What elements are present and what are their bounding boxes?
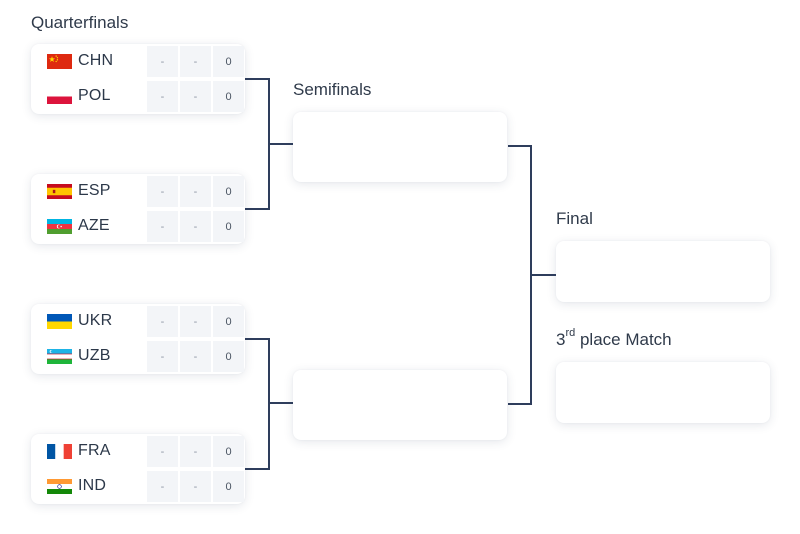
set-score-1: - bbox=[147, 81, 178, 112]
bracket-connector bbox=[530, 274, 556, 276]
set-score-1: - bbox=[147, 436, 178, 467]
team-row[interactable]: FRA - - 0 bbox=[31, 434, 245, 469]
spain-flag-icon bbox=[47, 184, 72, 199]
team-row[interactable]: AZE - - 0 bbox=[31, 209, 245, 244]
semifinals-title: Semifinals bbox=[293, 80, 372, 99]
team-code: CHN bbox=[78, 52, 114, 69]
third-place-ordinal-suffix: rd bbox=[565, 327, 576, 339]
bracket-connector bbox=[245, 338, 269, 340]
semifinal-match-2[interactable] bbox=[293, 370, 507, 440]
bracket-connector bbox=[268, 402, 293, 404]
bracket-connector bbox=[508, 403, 531, 405]
set-score-2: - bbox=[180, 306, 211, 337]
team-code: UZB bbox=[78, 347, 111, 364]
france-flag-icon bbox=[47, 444, 72, 459]
total-score: 0 bbox=[213, 436, 244, 467]
india-flag-icon bbox=[47, 479, 72, 494]
team-row[interactable]: ESP - - 0 bbox=[31, 174, 245, 209]
set-score-1: - bbox=[147, 46, 178, 77]
total-score: 0 bbox=[213, 341, 244, 372]
team-code: ESP bbox=[78, 182, 111, 199]
bracket-connector bbox=[268, 143, 293, 145]
poland-flag-icon bbox=[47, 89, 72, 104]
third-place-match[interactable] bbox=[556, 362, 770, 423]
set-score-2: - bbox=[180, 81, 211, 112]
set-score-2: - bbox=[180, 471, 211, 502]
total-score: 0 bbox=[213, 46, 244, 77]
team-code: FRA bbox=[78, 442, 111, 459]
set-score-2: - bbox=[180, 176, 211, 207]
azerbaijan-flag-icon bbox=[47, 219, 72, 234]
quarterfinal-match-2[interactable]: ESP - - 0 AZE - - 0 bbox=[31, 174, 245, 244]
bracket-connector bbox=[268, 338, 270, 470]
team-row[interactable]: POL - - 0 bbox=[31, 79, 245, 114]
uzbekistan-flag-icon bbox=[47, 349, 72, 364]
quarterfinal-match-1[interactable]: CHN - - 0 POL - - 0 bbox=[31, 44, 245, 114]
set-score-2: - bbox=[180, 436, 211, 467]
set-score-2: - bbox=[180, 341, 211, 372]
bracket-connector bbox=[245, 78, 269, 80]
bracket-connector bbox=[245, 468, 269, 470]
team-code: AZE bbox=[78, 217, 110, 234]
team-code: POL bbox=[78, 87, 111, 104]
set-score-1: - bbox=[147, 471, 178, 502]
set-score-2: - bbox=[180, 46, 211, 77]
team-code: IND bbox=[78, 477, 107, 494]
total-score: 0 bbox=[213, 211, 244, 242]
total-score: 0 bbox=[213, 306, 244, 337]
set-score-1: - bbox=[147, 176, 178, 207]
china-flag-icon bbox=[47, 54, 72, 69]
team-row[interactable]: CHN - - 0 bbox=[31, 44, 245, 79]
set-score-1: - bbox=[147, 211, 178, 242]
quarterfinals-title: Quarterfinals bbox=[31, 13, 129, 32]
ukraine-flag-icon bbox=[47, 314, 72, 329]
total-score: 0 bbox=[213, 471, 244, 502]
third-place-label: place Match bbox=[575, 330, 672, 349]
team-code: UKR bbox=[78, 312, 113, 329]
bracket-connector bbox=[508, 145, 531, 147]
team-row[interactable]: UZB - - 0 bbox=[31, 339, 245, 374]
team-row[interactable]: IND - - 0 bbox=[31, 469, 245, 504]
quarterfinal-match-3[interactable]: UKR - - 0 UZB - - 0 bbox=[31, 304, 245, 374]
set-score-1: - bbox=[147, 341, 178, 372]
semifinal-match-1[interactable] bbox=[293, 112, 507, 182]
third-place-number: 3 bbox=[556, 330, 566, 349]
quarterfinal-match-4[interactable]: FRA - - 0 IND - - 0 bbox=[31, 434, 245, 504]
final-match[interactable] bbox=[556, 241, 770, 302]
set-score-2: - bbox=[180, 211, 211, 242]
final-title: Final bbox=[556, 209, 593, 228]
total-score: 0 bbox=[213, 81, 244, 112]
total-score: 0 bbox=[213, 176, 244, 207]
set-score-1: - bbox=[147, 306, 178, 337]
team-row[interactable]: UKR - - 0 bbox=[31, 304, 245, 339]
third-place-title: 3rd place Match bbox=[556, 327, 672, 350]
bracket-connector bbox=[245, 208, 269, 210]
